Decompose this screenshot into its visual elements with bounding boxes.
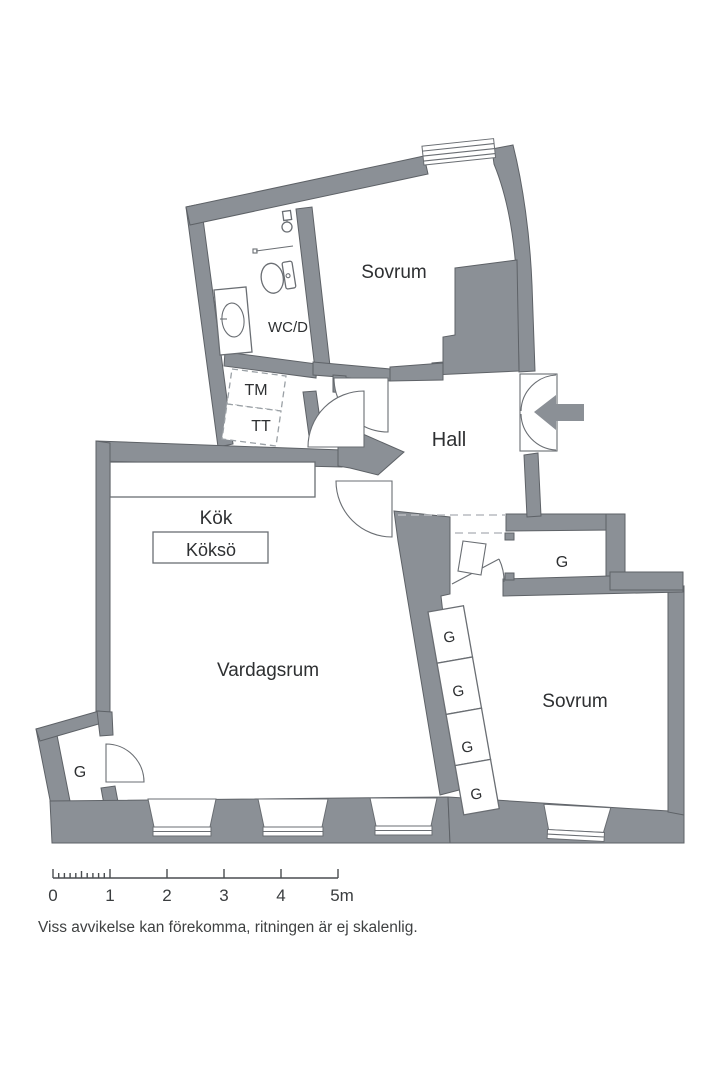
window-livingroom-3 (369, 797, 438, 836)
wall-bedroom1-bottom (389, 362, 444, 382)
scale-tick-3: 3 (219, 886, 228, 905)
room-labels: Sovrum WC/D Hall Kök Köksö Vardagsrum So… (74, 262, 608, 804)
washer-dryer-shaft (221, 368, 287, 447)
shower-rail (252, 245, 294, 254)
entry-arrow-icon (534, 395, 584, 430)
wall-closet-bump-north (35, 710, 103, 742)
wall-bathroom-bottom (223, 351, 318, 379)
label-kok: Kök (200, 508, 233, 529)
scale-bar: 0 1 2 3 4 5m (48, 869, 354, 905)
disclaimer-text: Viss avvikelse kan förekomma, ritningen … (38, 919, 418, 936)
scale-minor-ticks (58, 871, 106, 878)
window-livingroom-1 (147, 798, 217, 837)
wall-right-upper (491, 144, 536, 373)
wall-below-entry (523, 452, 542, 518)
windows (147, 138, 612, 843)
door-closet-bottom-left (105, 743, 145, 783)
label-sovrum-top: Sovrum (361, 262, 426, 283)
dashed-openings (398, 514, 506, 534)
wall-top (185, 155, 429, 226)
label-closet-bottom-left: G (74, 764, 86, 781)
label-closet-g2: G (451, 682, 465, 701)
wall-step-vertical (605, 513, 626, 577)
kitchen-island (152, 531, 269, 564)
label-kokso: Köksö (186, 540, 236, 560)
scale-tick-2: 2 (162, 886, 171, 905)
door-livingroom (335, 480, 393, 538)
wall-left (95, 440, 111, 718)
label-closet-g1: G (442, 628, 456, 647)
shower-head-icon (281, 209, 293, 233)
label-closet-g4: G (469, 785, 483, 804)
door-kitchen (307, 390, 365, 448)
window-livingroom-2 (257, 798, 329, 837)
wall-bathroom-right (295, 206, 331, 370)
label-vardagsrum: Vardagsrum (217, 660, 319, 681)
fixtures (109, 209, 500, 816)
label-closet-g3: G (460, 738, 474, 757)
wall-closet-stub-top (96, 710, 114, 737)
label-tm: TM (244, 382, 267, 399)
wall-chimney-block (431, 259, 520, 376)
window-bedroom2 (543, 803, 612, 843)
bathroom-sink (213, 286, 253, 356)
label-sovrum-bottom: Sovrum (542, 691, 607, 712)
toilet (260, 260, 297, 294)
scale-tick-4: 4 (276, 886, 285, 905)
scale-tick-5m: 5m (330, 886, 354, 905)
kitchen-counter (109, 461, 316, 498)
wall-step-horizontal (609, 571, 684, 591)
label-wc-dusch: WC/D (268, 319, 308, 336)
entry-door (519, 373, 584, 452)
dryer-box (221, 403, 282, 447)
scale-tick-0: 0 (48, 886, 57, 905)
label-closet-right: G (556, 554, 568, 571)
washing-machine-box (226, 368, 287, 412)
window-top-bedroom (421, 138, 497, 166)
wall-hall-bottom (505, 513, 613, 532)
door-closet-right (457, 532, 515, 581)
label-hall: Hall (432, 429, 466, 451)
label-tt: TT (251, 418, 271, 435)
wall-right-lower (667, 585, 685, 816)
doors (105, 373, 584, 783)
scale-tick-1: 1 (105, 886, 114, 905)
bedroom2-closet-row (427, 604, 500, 816)
